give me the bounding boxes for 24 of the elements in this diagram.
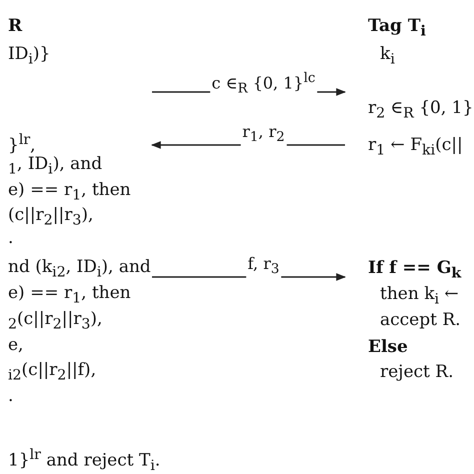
protocol-step: e) == r$_{1}$, then [8,283,131,308]
protocol-step: . [8,228,14,248]
protocol-step: Else [368,337,408,357]
protocol-step: r$_{2}$ ∈$_{R}$ {0, 1} [368,98,474,124]
protocol-step: nd (k$_{i2}$, ID$_{i}$), and [8,257,151,282]
protocol-step: then k$_{i}$ ← [380,284,459,310]
protocol-step: accept R. [380,310,461,330]
protocol-step: }$^{lr}$, [8,130,36,156]
party-heading: R [8,16,22,36]
edge-label: f, r$_{3}$ [246,255,282,280]
protocol-step: k$_{i}$ [380,44,395,70]
protocol-step: (c||r$_{2}$||r$_{3}$), [8,205,94,230]
protocol-step: 1}$^{lr}$ and reject T$_{i}$. [8,445,160,474]
protocol-step: e) == r$_{1}$, then [8,180,131,206]
protocol-step: If f == G$_{k}$ [368,258,462,284]
protocol-step: . [8,386,14,406]
protocol-step: ID$_{i}$)} [8,44,50,70]
protocol-step: $_{i2}$(c||r$_{2}$||f), [8,360,96,386]
party-heading: Tag T$_{i}$ [368,16,426,42]
protocol-step: r$_{1}$ ← F$_{ki}$(c|| [368,135,463,160]
protocol-step: $_{1}$, ID$_{i}$), and [8,154,102,180]
protocol-step: e, [8,335,24,355]
protocol-step: $_{2}$(c||r$_{2}$||r$_{3}$), [8,309,102,334]
protocol-step: reject R. [380,362,454,382]
